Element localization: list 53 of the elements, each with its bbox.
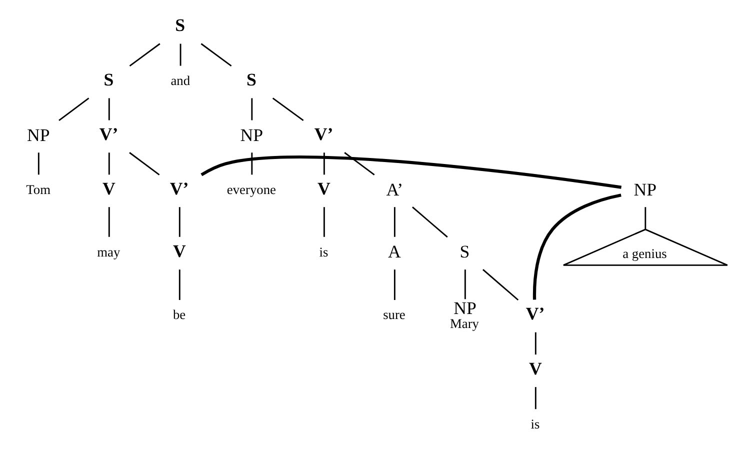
connector [344, 152, 375, 176]
connector [534, 332, 536, 355]
node-text: Tom [26, 182, 50, 198]
node-text: S [175, 15, 186, 36]
node-text: may [97, 244, 120, 260]
node-text: NP [634, 179, 657, 200]
connector [178, 207, 180, 237]
connector [58, 98, 90, 121]
node-text: S [104, 70, 114, 90]
node-text: V’ [99, 124, 118, 144]
node-text: NP [240, 124, 264, 145]
node-text: and [170, 73, 190, 88]
node-text: sure [383, 307, 406, 322]
node-text: be [172, 307, 186, 322]
node-text: V’ [526, 304, 545, 324]
connector [38, 152, 40, 175]
connector [412, 206, 448, 238]
connector [200, 156, 622, 189]
node-text: V’ [314, 124, 334, 144]
node-text: NP [27, 124, 50, 145]
connector [108, 152, 110, 175]
connector [323, 207, 325, 237]
connector [129, 43, 160, 67]
node-text: V [172, 240, 186, 261]
node-text: V [318, 178, 330, 198]
connector [532, 194, 622, 300]
connector [323, 152, 325, 175]
node-text: A [388, 242, 401, 262]
connector [482, 269, 519, 301]
connector [200, 43, 232, 67]
connector [178, 270, 180, 300]
connector [251, 98, 253, 120]
connector [272, 98, 304, 121]
node-text: is [319, 244, 328, 260]
node-text: V [528, 358, 542, 379]
connector [108, 98, 110, 120]
connector [644, 207, 646, 230]
node-text: A’ [386, 179, 404, 200]
connector [394, 270, 396, 300]
node-text: is [530, 416, 540, 432]
node-text: everyone [226, 182, 276, 198]
connector [464, 270, 466, 300]
node-text: NP Mary [450, 298, 479, 332]
node-text: S [460, 242, 470, 262]
connector [180, 44, 182, 66]
node-text: V’ [170, 178, 189, 198]
connector [129, 152, 160, 176]
connector [534, 387, 536, 410]
node-text: S [246, 70, 256, 90]
node-text: V [102, 178, 116, 198]
connector [108, 207, 110, 237]
connector [394, 207, 396, 237]
connector [251, 152, 253, 175]
